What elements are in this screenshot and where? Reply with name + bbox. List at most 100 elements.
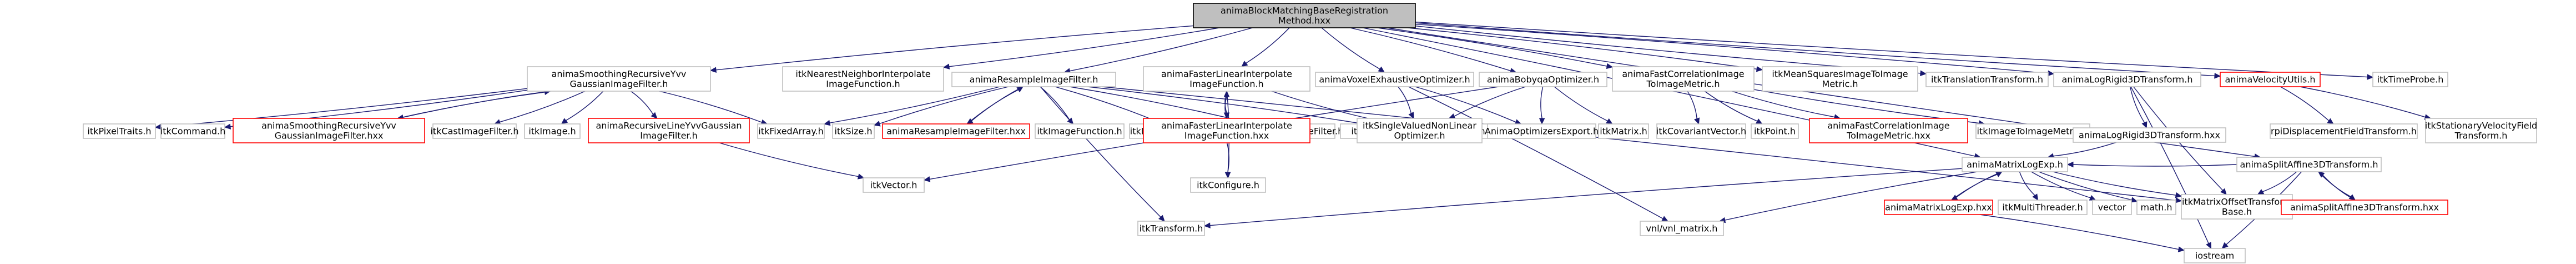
node-label: animaSmoothingRecursiveYvv [552, 69, 687, 79]
edge-recline_h-to-vector [719, 142, 865, 180]
node-label: Transform.h [2454, 131, 2508, 141]
node-fastcorr-hxx[interactable]: animaFastCorrelationImageToImageMetric.h… [1809, 118, 1968, 143]
node-transform[interactable]: itkTransform.h [1137, 221, 1205, 236]
node-label: Base.h [2222, 207, 2252, 217]
node-label: itkCovariantVector.h [1656, 126, 1746, 137]
node-optexport[interactable]: AnimaOptimizersExport.h [1485, 123, 1599, 139]
node-split-h[interactable]: animaSplitAffine3DTransform.h [2236, 157, 2382, 172]
node-pixeltraits[interactable]: itkPixelTraits.h [83, 123, 156, 139]
node-timeprobe[interactable]: itkTimeProbe.h [2372, 72, 2448, 87]
edge-logexp_h-to-vectorstd [2031, 171, 2096, 201]
node-label: vector [2098, 202, 2126, 213]
node-logexp-h[interactable]: animaMatrixLogExp.h [1962, 157, 2068, 172]
edge-root-to-fastcorr_h [1377, 27, 1614, 69]
node-castimg[interactable]: itkCastImageFilter.h [430, 123, 519, 139]
edge-smooth_h-to-smooth_hxx [396, 91, 551, 121]
node-label: ToImageMetric.h [1646, 79, 1720, 89]
node-logexp-hxx[interactable]: animaMatrixLogExp.hxx [1884, 200, 1993, 215]
node-label: ImageFunction.h [1189, 79, 1263, 89]
node-logrigid-hxx[interactable]: animaLogRigid3DTransform.hxx [2073, 127, 2226, 143]
node-label: itkMatrix.h [1600, 126, 1647, 137]
node-label: rpiDisplacementFieldTransform.h [2271, 126, 2417, 137]
node-image[interactable]: itkImage.h [524, 123, 581, 139]
edge-split_hxx-to-split_h [2317, 171, 2356, 201]
node-vector[interactable]: itkVector.h [863, 177, 925, 193]
node-label: Method.hxx [1278, 16, 1330, 26]
node-vnl[interactable]: vnl/vnl_matrix.h [1640, 221, 1724, 236]
edge-resample_h-to-resample_hxx [966, 86, 1024, 124]
node-iostream[interactable]: iostream [2184, 248, 2246, 263]
node-transl[interactable]: itkTranslationTransform.h [1925, 72, 2049, 87]
node-label: GaussianImageFilter.h [570, 79, 668, 89]
node-resample-hxx[interactable]: animaResampleImageFilter.hxx [882, 123, 1030, 139]
node-imgfunc[interactable]: itkImageFunction.h [1035, 123, 1125, 139]
node-fastlin-hxx[interactable]: animaFasterLinearInterpolateImageFunctio… [1143, 118, 1310, 143]
node-label: animaSplitAffine3DTransform.h [2240, 160, 2378, 170]
node-smooth-hxx[interactable]: animaSmoothingRecursiveYvvGaussianImageF… [233, 118, 425, 143]
edge-fastcorr_h-to-covvec [1687, 91, 1700, 125]
edge-smooth_h-to-castimg [493, 91, 586, 125]
node-label: itkSingleValuedNonLinear [1363, 121, 1476, 131]
node-label: itkImageFunction.h [1037, 126, 1122, 137]
node-covvec[interactable]: itkCovariantVector.h [1656, 123, 1746, 139]
edge-bobyqa-to-matrix [1554, 86, 1613, 124]
edge-logexp_h-to-matoffset [2053, 171, 2182, 198]
node-fastlin-h[interactable]: animaFasterLinearInterpolateImageFunctio… [1143, 66, 1310, 92]
node-smooth-h[interactable]: animaSmoothingRecursiveYvvGaussianImageF… [527, 66, 711, 92]
node-label: animaBlockMatchingBaseRegistration [1221, 6, 1388, 16]
node-split-hxx[interactable]: animaSplitAffine3DTransform.hxx [2281, 200, 2448, 215]
node-size[interactable]: itkSize.h [832, 123, 875, 139]
node-velocity[interactable]: animaVelocityUtils.h [2220, 72, 2321, 87]
node-point[interactable]: itkPoint.h [1751, 123, 1799, 139]
node-configure[interactable]: itkConfigure.h [1190, 177, 1266, 193]
node-recline-h[interactable]: animaRecursiveLineYvvGaussianImageFilter… [588, 118, 750, 143]
node-label: animaFastCorrelationImage [1827, 121, 1949, 131]
node-label: animaMatrixLogExp.h [1967, 160, 2063, 170]
node-label: itkImage.h [528, 126, 576, 137]
node-label: animaResampleImageFilter.hxx [886, 126, 1026, 137]
node-imgtoimgmetric[interactable]: itkImageToImageMetric.h [1975, 123, 2090, 139]
node-multithreader[interactable]: itkMultiThreader.h [1998, 200, 2088, 215]
node-label: animaVoxelExhaustiveOptimizer.h [1319, 74, 1470, 85]
nodes-layer: animaBlockMatchingBaseRegistrationMethod… [83, 3, 2537, 263]
node-command[interactable]: itkCommand.h [160, 123, 225, 139]
node-label: animaMatrixLogExp.hxx [1885, 202, 1992, 213]
node-nn[interactable]: itkNearestNeighborInterpolateImageFuncti… [782, 66, 944, 92]
node-label: itkCastImageFilter.h [430, 126, 518, 137]
node-label: animaVelocityUtils.h [2225, 74, 2316, 85]
node-matrix[interactable]: itkMatrix.h [1598, 123, 1649, 139]
node-label: ImageFunction.h [826, 79, 900, 89]
node-label: itkPixelTraits.h [87, 126, 151, 137]
node-label: animaFasterLinearInterpolate [1161, 121, 1292, 131]
edge-bobyqa-to-singlevalued [1448, 86, 1526, 119]
edge-root-to-fastlin_h [1241, 27, 1290, 67]
node-label: itkConfigure.h [1197, 180, 1259, 191]
node-vectorstd[interactable]: vector [2092, 200, 2132, 215]
edge-logexp_hxx-to-iostream [1979, 214, 2185, 252]
node-label: itkTranslationTransform.h [1931, 74, 2043, 85]
node-label: animaFastCorrelationImage [1622, 69, 1744, 79]
node-label: animaResampleImageFilter.h [970, 74, 1098, 85]
node-label: animaLogRigid3DTransform.h [2062, 74, 2193, 85]
edge-resample_h-to-fixedarray [823, 86, 1000, 126]
node-resample-h[interactable]: animaResampleImageFilter.h [951, 72, 1116, 87]
edge-logrigid_h-to-iostream [2130, 86, 2212, 250]
node-math[interactable]: math.h [2136, 200, 2176, 215]
node-bobyqa[interactable]: animaBobyqaOptimizer.h [1479, 72, 1607, 87]
node-root[interactable]: animaBlockMatchingBaseRegistrationMethod… [1193, 3, 1416, 28]
node-label: AnimaOptimizersExport.h [1485, 126, 1599, 137]
node-fixedarray[interactable]: itkFixedArray.h [757, 123, 825, 139]
node-dispfield[interactable]: rpiDisplacementFieldTransform.h [2270, 123, 2418, 139]
edge-smooth_h-to-image [561, 91, 604, 124]
node-label: itkFixedArray.h [758, 126, 823, 137]
edge-logrigid_hxx-to-logexp_h [2047, 142, 2117, 159]
node-label: Optimizer.h [1394, 131, 1445, 141]
node-voxel-opt[interactable]: animaVoxelExhaustiveOptimizer.h [1315, 72, 1474, 87]
node-logrigid-h[interactable]: animaLogRigid3DTransform.h [2053, 72, 2201, 87]
